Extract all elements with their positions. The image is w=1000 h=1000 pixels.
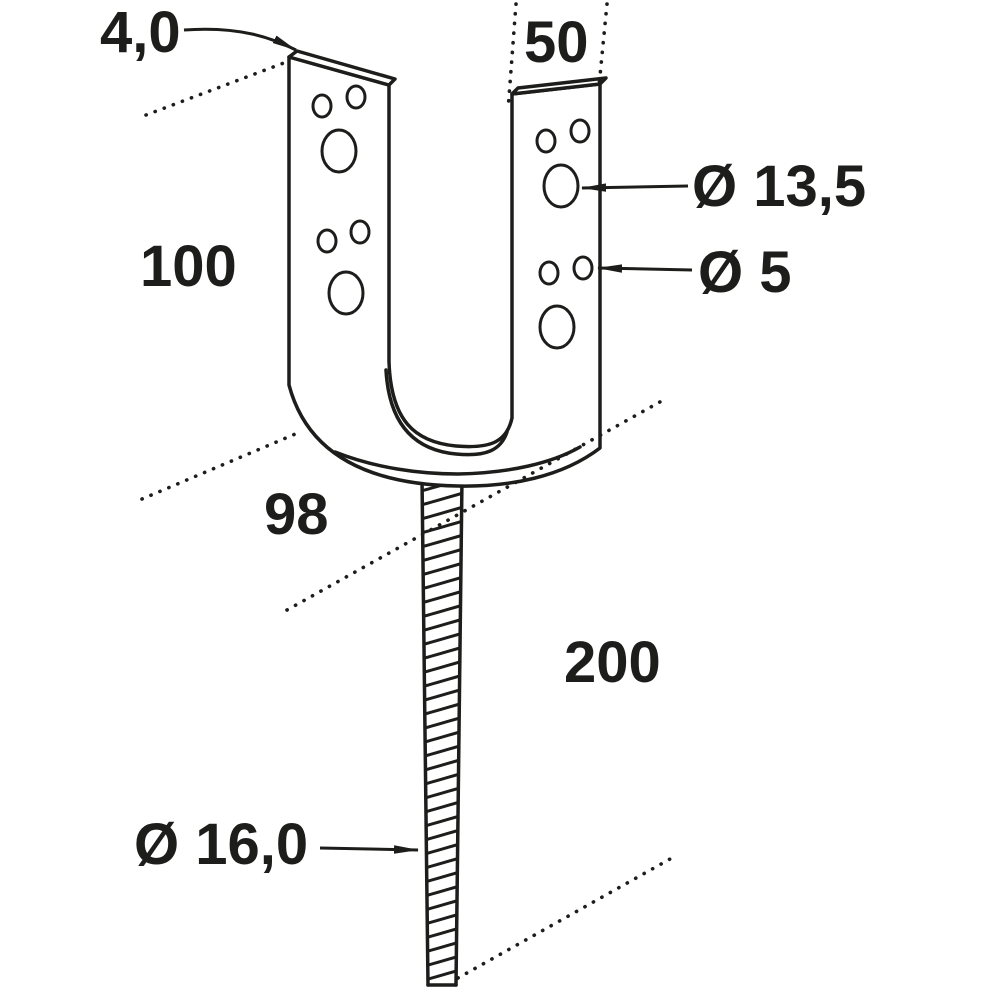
thickness-leader-arrow: [183, 27, 297, 52]
right-plate-top-edge: [510, 76, 608, 96]
dim-rod-length-label: 200: [564, 630, 661, 695]
dim-small-hole-label: Ø 5: [698, 240, 792, 305]
dim-plate-width-label: 50: [524, 10, 589, 75]
dim-rod-diameter-label: Ø 16,0: [134, 812, 309, 877]
large-hole-leader-arrow: [581, 183, 689, 192]
extension-lines: [140, 2, 672, 980]
rod-diameter-leader-arrow: [319, 845, 419, 854]
dim-plate-height-label: 100: [140, 234, 237, 299]
dim-inner-width-label: 98: [264, 482, 329, 547]
dim-large-hole-label: Ø 13,5: [692, 154, 867, 219]
u-bracket-body: [287, 49, 608, 488]
left-plate-top-edge: [287, 49, 397, 87]
small-hole-leader-arrow: [597, 264, 693, 273]
dimension-leaders: [183, 27, 693, 854]
bolt-holes: [311, 84, 594, 350]
rebar-rod: [420, 476, 464, 987]
channel-thickness-line: [384, 368, 509, 457]
channel-front-lip: [333, 445, 582, 476]
dim-plate-thickness-label: 4,0: [100, 0, 181, 65]
